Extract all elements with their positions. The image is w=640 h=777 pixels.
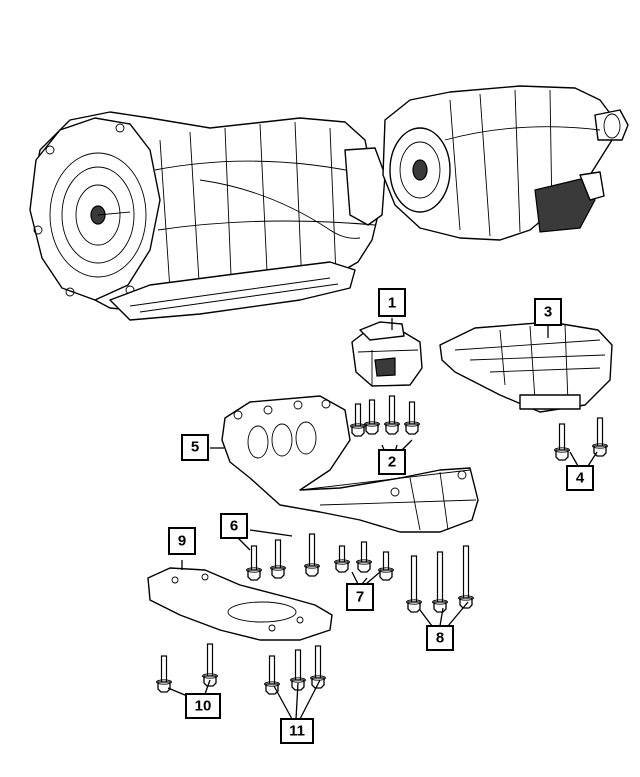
svg-text:9: 9 [178, 533, 186, 550]
callout-6: 6 [220, 513, 248, 539]
svg-text:1: 1 [388, 295, 396, 312]
bolt-icon [432, 551, 448, 613]
svg-text:2: 2 [388, 454, 396, 471]
callout-8: 8 [426, 625, 454, 651]
callout-4: 4 [566, 465, 594, 491]
bolt-icon [404, 401, 420, 435]
callout-2: 2 [378, 449, 406, 475]
callout-11: 11 [280, 718, 314, 744]
bolt-icon [290, 649, 306, 691]
bolt-icon [310, 645, 326, 689]
bolt-icon [592, 417, 608, 457]
bolt-icon [554, 423, 570, 461]
bolt-icon [350, 403, 366, 437]
svg-text:5: 5 [191, 439, 199, 456]
bolt-icon [246, 545, 262, 581]
callout-9: 9 [168, 527, 196, 555]
part-1-mount [351, 321, 423, 387]
bolt-icon [406, 555, 422, 613]
svg-text:7: 7 [356, 589, 364, 606]
callout-1: 1 [378, 288, 406, 317]
bolt-icon [304, 533, 320, 577]
transfer-case-illustration [382, 85, 629, 241]
part-9-bracket [147, 567, 333, 641]
bolt-icon [364, 399, 380, 435]
bolt-icon [202, 643, 218, 687]
bolt-icon [334, 545, 350, 573]
part-5-crossmember [221, 395, 479, 533]
transmission-illustration [29, 111, 386, 321]
bolt-icon [458, 545, 474, 609]
callout-3: 3 [534, 298, 562, 326]
bolt-icon [156, 655, 172, 693]
svg-text:6: 6 [230, 518, 238, 535]
svg-text:4: 4 [576, 470, 585, 487]
svg-text:3: 3 [544, 304, 552, 321]
part-3-skid-plate [439, 321, 613, 413]
bolt-icon [270, 539, 286, 579]
svg-text:8: 8 [436, 630, 444, 647]
bolt-icon [384, 395, 400, 435]
bolt-icon [378, 551, 394, 581]
svg-text:10: 10 [195, 698, 212, 715]
callout-5: 5 [181, 434, 209, 461]
callout-10: 10 [185, 693, 221, 719]
bolt-icon [356, 541, 372, 573]
bolt-icon [264, 655, 280, 695]
svg-text:11: 11 [289, 723, 305, 740]
callout-7: 7 [346, 583, 374, 611]
